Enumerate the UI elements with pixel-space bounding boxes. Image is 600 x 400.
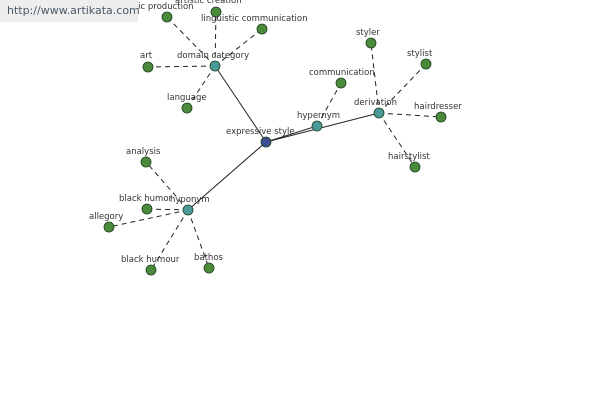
node-label-linguistic-communication[interactable]: linguistic communication [201,14,308,24]
edge-hyponym-analysis [145,161,189,211]
node-hypernym[interactable] [311,120,323,132]
edge-derivation-hairstylist [378,112,416,168]
edge-domain-artistic_production [166,16,216,67]
edge-derivation-hairdresser [378,112,442,118]
edge-derivation-styler [370,42,380,114]
edge-hyponym-black_humour [150,209,189,271]
node-label-bathos[interactable]: bathos [194,253,224,263]
node-label-communication[interactable]: communication [309,68,375,78]
edge-domain-art [147,65,216,68]
edge-center-hyponym [187,141,267,211]
node-label-allegory[interactable]: allegory [89,212,123,222]
edges-layer [108,11,442,271]
node-label-hyponym[interactable]: hyponym [170,195,210,205]
node-bathos[interactable] [203,262,215,274]
node-black-humour[interactable] [145,264,157,276]
edge-hyponym-black_humor [146,208,189,211]
edge-hyponym-allegory [108,209,189,228]
node-artistic-creation[interactable] [210,6,222,18]
node-domain[interactable] [209,60,221,72]
edge-center-derivation [265,112,380,143]
edge-hyponym-bathos [187,209,210,269]
node-label-hairdresser[interactable]: hairdresser [414,102,462,112]
node-label-styler[interactable]: styler [356,28,380,38]
node-stylist[interactable] [420,58,432,70]
node-label-stylist[interactable]: stylist [407,49,433,59]
node-label-language[interactable]: language [167,93,207,103]
watermark: http://www.artikata.com [0,0,140,22]
node-styler[interactable] [365,37,377,49]
node-hyponym[interactable] [182,204,194,216]
node-artistic-production[interactable] [161,11,173,23]
node-allegory[interactable] [103,221,115,233]
labels-layer: expressive style domain category hypernym d… [89,0,462,265]
node-label-art[interactable]: art [140,51,153,61]
edge-center-domain [214,65,267,143]
node-label-center[interactable]: expressive style [226,127,295,137]
node-label-artistic-production[interactable]: artistic production [116,2,194,12]
node-label-hypernym[interactable]: hypernym [297,111,340,121]
node-label-artistic-creation[interactable]: artistic creation [175,0,242,6]
node-label-hairstylist[interactable]: hairstylist [388,152,430,162]
node-art[interactable] [142,61,154,73]
node-label-black-humor[interactable]: black humor [119,194,173,204]
node-derivation[interactable] [373,107,385,119]
watermark-text[interactable]: http://www.artikata.com [7,4,140,17]
node-analysis[interactable] [140,156,152,168]
node-linguistic-communication[interactable] [256,23,268,35]
node-label-domain[interactable]: domain category [177,51,249,61]
node-center[interactable] [260,136,272,148]
edge-derivation-stylist [378,63,427,114]
node-language[interactable] [181,102,193,114]
node-label-derivation[interactable]: derivation [354,98,397,108]
node-hairstylist[interactable] [409,161,421,173]
edge-domain-linguistic_communication [214,28,263,67]
node-label-black-humour[interactable]: black humour [121,255,180,265]
node-communication[interactable] [335,77,347,89]
edge-domain-artistic_creation [214,11,217,67]
node-label-analysis[interactable]: analysis [126,147,161,157]
node-hairdresser[interactable] [435,111,447,123]
nodes-layer [103,6,447,276]
node-black-humor[interactable] [141,203,153,215]
